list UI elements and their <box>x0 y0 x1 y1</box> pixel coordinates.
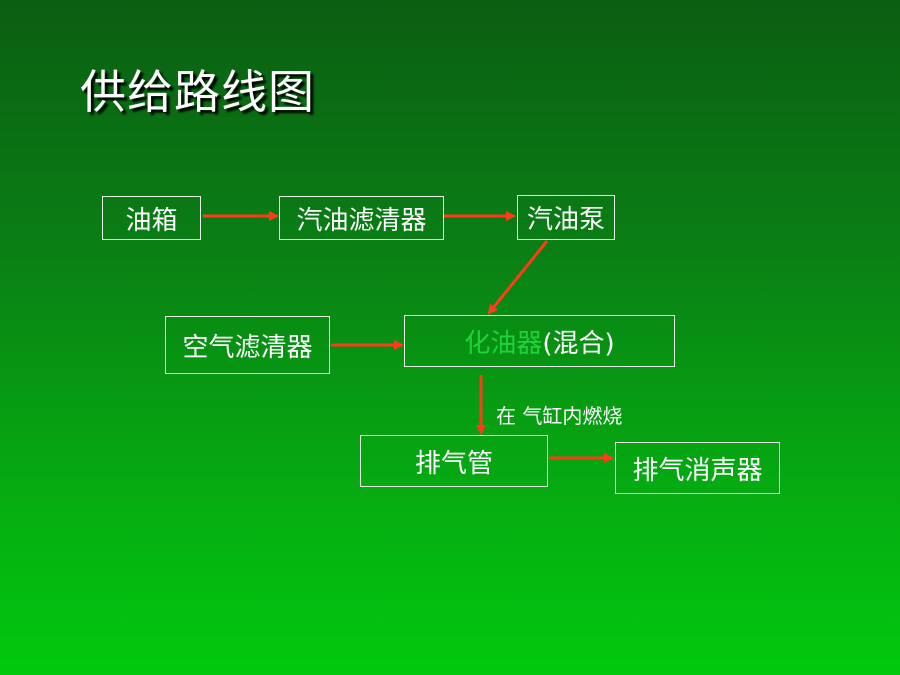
node-muffler-label: 排气消声器 <box>632 455 763 486</box>
node-air-filter: 空气滤清器 <box>165 316 330 374</box>
node-fuel-filter: 汽油滤清器 <box>279 196 444 240</box>
node-fuel-pump: 汽油泵 <box>517 195 615 240</box>
combustion-label: 在 气缸内燃烧 <box>496 404 623 428</box>
node-muffler: 排气消声器 <box>615 442 780 494</box>
node-fuel-tank: 油箱 <box>102 196 201 240</box>
node-carburetor: 化油器(混合) <box>404 315 675 367</box>
node-air-filter-label: 空气滤清器 <box>182 332 313 363</box>
node-exhaust-pipe-label: 排气管 <box>414 448 493 479</box>
node-carburetor-label: 化油器 <box>464 328 543 359</box>
arrow-pump-to-carburetor <box>487 240 549 315</box>
node-exhaust-pipe: 排气管 <box>360 435 548 487</box>
page-title: 供给路线图 <box>80 65 315 119</box>
node-fuel-filter-label: 汽油滤清器 <box>296 205 427 236</box>
node-carburetor-note: (混合) <box>542 328 615 359</box>
node-fuel-pump-label: 汽油泵 <box>526 205 605 235</box>
node-fuel-tank-label: 油箱 <box>125 205 178 236</box>
